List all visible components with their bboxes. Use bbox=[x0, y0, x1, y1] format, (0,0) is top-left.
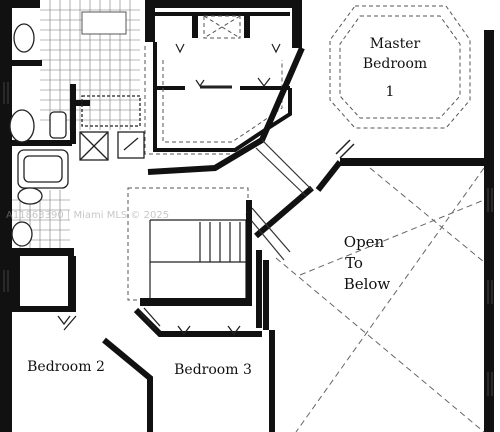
master-bedroom-label-line2: Bedroom bbox=[363, 56, 427, 72]
master-bedroom-label-line1: Master bbox=[370, 36, 421, 52]
open-to-below-label-line2: To bbox=[345, 254, 363, 272]
stairs bbox=[127, 187, 262, 328]
bedroom-door-markers bbox=[57, 307, 241, 336]
master-tray-ceiling bbox=[329, 5, 471, 129]
hallway-rail bbox=[245, 139, 313, 261]
bedroom-2-label: Bedroom 2 bbox=[27, 359, 105, 375]
mls-watermark: A11863390 | Miami MLS © 2025 bbox=[6, 210, 169, 221]
master-door bbox=[335, 139, 355, 159]
bathroom-fixtures bbox=[9, 23, 145, 247]
hallway-walls bbox=[147, 46, 343, 330]
bedroom-3-label: Bedroom 3 bbox=[174, 362, 252, 378]
open-to-below-lines bbox=[275, 167, 485, 432]
windows bbox=[3, 82, 493, 396]
master-bedroom-number: 1 bbox=[386, 84, 395, 100]
bath-tub-platform bbox=[81, 11, 127, 35]
master-closet-walls bbox=[153, 42, 292, 152]
closet-door-markers bbox=[175, 43, 281, 89]
open-to-below-label-line3: Below bbox=[344, 275, 391, 293]
open-to-below-label-line1: Open bbox=[344, 233, 385, 251]
bedroom-walls bbox=[102, 307, 275, 432]
